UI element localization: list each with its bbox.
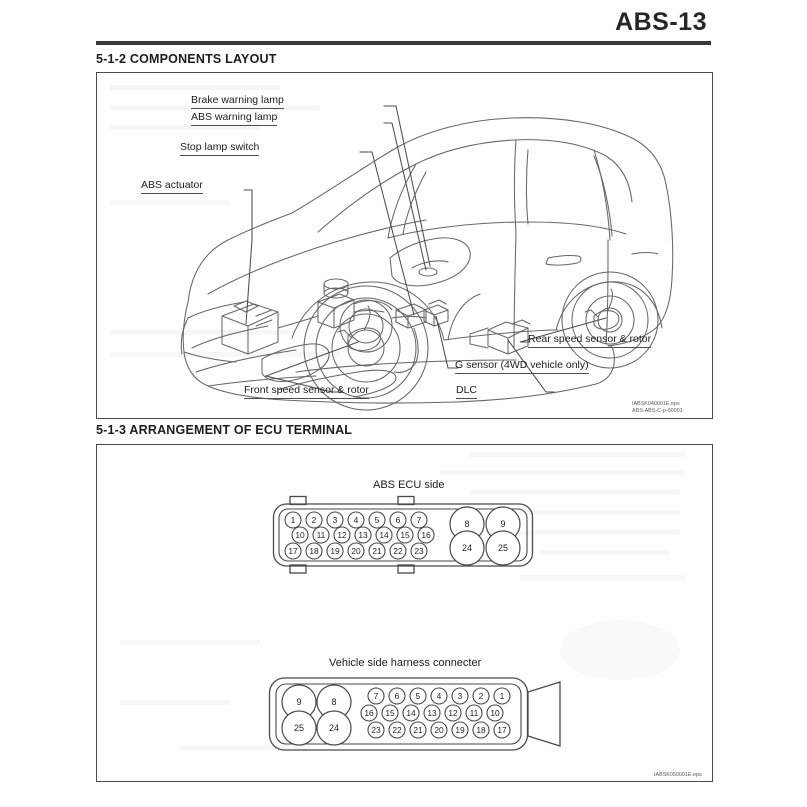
svg-text:24: 24 (329, 723, 339, 733)
connector-title-vehicle-harness: Vehicle side harness connecter (329, 657, 482, 669)
svg-text:15: 15 (385, 708, 395, 718)
pin-row-1: 1 2 3 4 5 6 7 (284, 511, 428, 529)
svg-text:22: 22 (392, 725, 402, 735)
svg-text:8: 8 (331, 697, 336, 707)
pin-row-3: 23 22 21 20 19 18 17 (367, 721, 511, 739)
svg-text:1: 1 (500, 691, 505, 701)
svg-text:2: 2 (312, 515, 317, 525)
section-title-ecu-terminal: 5-1-3 ARRANGEMENT OF ECU TERMINAL (96, 423, 353, 437)
svg-text:16: 16 (421, 530, 431, 540)
connector-vehicle-side-harness: 9 8 25 24 7 6 5 4 3 2 1 16 15 14 13 12 (268, 677, 561, 751)
pin-group-small: 1 2 3 4 5 6 7 10 11 12 13 14 15 16 17 (284, 511, 435, 560)
connector-abs-ecu-side: 1 2 3 4 5 6 7 10 11 12 13 14 15 16 17 (272, 495, 534, 574)
svg-text:8: 8 (464, 519, 469, 529)
svg-text:11: 11 (317, 530, 326, 540)
svg-text:10: 10 (295, 530, 305, 540)
svg-text:25: 25 (498, 543, 508, 553)
svg-text:21: 21 (413, 725, 423, 735)
svg-text:20: 20 (351, 546, 361, 556)
pin-row-2: 10 11 12 13 14 15 16 (291, 526, 435, 544)
svg-text:15: 15 (400, 530, 410, 540)
svg-text:3: 3 (458, 691, 463, 701)
svg-text:17: 17 (288, 546, 298, 556)
pin-row-3: 17 18 19 20 21 22 23 (284, 542, 428, 560)
figure-components-layout (96, 72, 713, 419)
callout-abs-warning-lamp: ABS warning lamp (191, 111, 278, 126)
svg-text:2: 2 (479, 691, 484, 701)
svg-text:16: 16 (364, 708, 374, 718)
svg-text:23: 23 (414, 546, 424, 556)
pin-row-2: 16 15 14 13 12 11 10 (360, 704, 504, 722)
svg-text:21: 21 (372, 546, 382, 556)
header-rule (96, 41, 711, 45)
pin-group-large: 8 9 24 25 (449, 506, 521, 566)
connector-title-abs-ecu-side: ABS ECU side (373, 479, 445, 491)
figure-2-caption: IABSK050001E.eps (654, 772, 702, 779)
svg-text:22: 22 (393, 546, 403, 556)
svg-text:10: 10 (490, 708, 500, 718)
svg-text:12: 12 (448, 708, 458, 718)
svg-text:25: 25 (294, 723, 304, 733)
pin-row-1: 7 6 5 4 3 2 1 (367, 687, 511, 705)
svg-text:20: 20 (434, 725, 444, 735)
figure-1-caption-line-1: IABSK040001E.eps (632, 401, 680, 407)
svg-text:13: 13 (358, 530, 368, 540)
svg-text:5: 5 (375, 515, 380, 525)
callout-stop-lamp-switch: Stop lamp switch (180, 141, 260, 156)
pin-group-large: 9 8 25 24 (281, 684, 352, 746)
figure-ecu-terminal-arrangement (96, 444, 713, 782)
vehicle-cutaway-illustration (180, 105, 674, 411)
page-id: ABS-13 (615, 8, 707, 36)
svg-text:7: 7 (374, 691, 379, 701)
svg-text:24: 24 (462, 543, 472, 553)
svg-text:1: 1 (291, 515, 296, 525)
svg-text:9: 9 (296, 697, 301, 707)
svg-text:23: 23 (371, 725, 381, 735)
callout-abs-actuator: ABS actuator (141, 179, 203, 194)
svg-text:4: 4 (437, 691, 442, 701)
pin-group-small: 7 6 5 4 3 2 1 16 15 14 13 12 11 10 23 (360, 687, 511, 739)
svg-text:6: 6 (395, 691, 400, 701)
callout-rear-speed-sensor-rotor: Rear speed sensor & rotor (528, 333, 652, 348)
svg-text:14: 14 (379, 530, 389, 540)
svg-text:18: 18 (476, 725, 486, 735)
svg-text:9: 9 (500, 519, 505, 529)
callout-front-speed-sensor-rotor: Front speed sensor & rotor (244, 384, 369, 399)
figure-1-caption: IABSK040001E.eps ABS-ABS-C-p-00001 (632, 401, 683, 416)
svg-text:4: 4 (354, 515, 359, 525)
callout-dlc: DLC (456, 384, 478, 399)
callout-brake-warning-lamp: Brake warning lamp (191, 94, 284, 109)
svg-text:5: 5 (416, 691, 421, 701)
section-title-components-layout: 5-1-2 COMPONENTS LAYOUT (96, 52, 277, 66)
callout-g-sensor: G sensor (4WD vehicle only) (455, 359, 589, 374)
svg-text:6: 6 (396, 515, 401, 525)
svg-text:14: 14 (406, 708, 416, 718)
svg-text:12: 12 (337, 530, 347, 540)
svg-text:19: 19 (330, 546, 340, 556)
svg-text:13: 13 (427, 708, 437, 718)
svg-text:3: 3 (333, 515, 338, 525)
svg-text:18: 18 (309, 546, 319, 556)
svg-text:19: 19 (455, 725, 465, 735)
figure-2-caption-line-1: IABSK050001E.eps (654, 772, 702, 778)
figure-1-caption-line-2: ABS-ABS-C-p-00001 (632, 408, 683, 415)
page-header: ABS-13 (96, 8, 711, 44)
svg-text:11: 11 (470, 708, 479, 718)
svg-text:7: 7 (417, 515, 422, 525)
svg-text:17: 17 (497, 725, 507, 735)
